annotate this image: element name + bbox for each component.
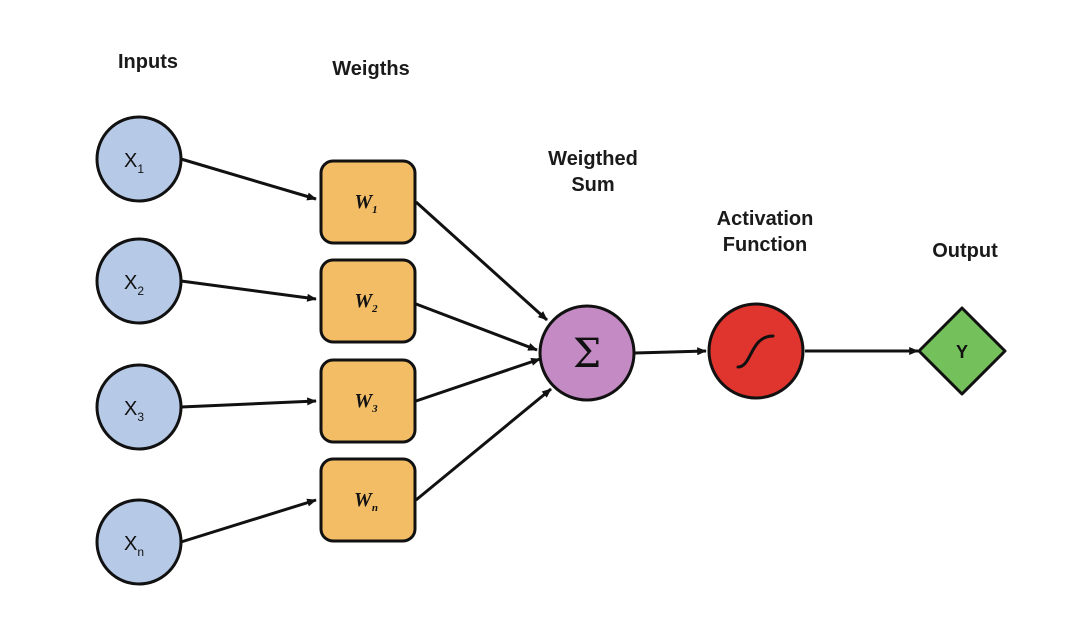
edge-xn-wn <box>180 498 317 544</box>
edge-w3-sum <box>415 357 541 403</box>
header-weighted-sum-line1: Weigthed <box>548 148 638 170</box>
edge-w1-sum <box>414 200 549 322</box>
input-label: Xn <box>124 533 144 559</box>
header-weights: Weigths <box>332 58 409 80</box>
output-label: Y <box>956 342 968 362</box>
weight-box: W1 <box>319 159 417 245</box>
input-label: X3 <box>124 398 144 424</box>
edge-x3-w3 <box>180 397 317 409</box>
input-node: X2 <box>95 237 183 325</box>
input-node: X1 <box>95 115 183 203</box>
output-node: Y <box>917 306 1007 396</box>
edge-sum-activation <box>634 347 707 356</box>
header-weighted-sum-line2: Sum <box>571 174 614 196</box>
input-node: X3 <box>95 363 183 451</box>
edge-x1-w1 <box>180 157 317 201</box>
header-activation-line1: Activation <box>717 208 814 230</box>
weight-box: W2 <box>319 258 417 344</box>
edge-wn-sum <box>415 387 552 502</box>
edge-x2-w2 <box>180 279 317 302</box>
activation-node <box>707 302 805 400</box>
sigmoid-curve-icon <box>736 334 775 369</box>
header-output: Output <box>932 240 998 262</box>
input-label: X1 <box>124 150 144 176</box>
weight-label: W2 <box>354 290 378 315</box>
input-label: X2 <box>124 272 144 298</box>
weight-label: Wn <box>354 489 378 514</box>
input-node: Xn <box>95 498 183 586</box>
weight-box: Wn <box>319 457 417 543</box>
weight-label: W3 <box>354 390 378 415</box>
edge-w2-sum <box>415 302 538 352</box>
sigma-icon: Σ <box>573 331 601 377</box>
weight-label: W1 <box>354 191 377 216</box>
header-activation-line2: Function <box>723 234 807 256</box>
header-inputs: Inputs <box>118 51 178 73</box>
weighted-sum-node: Σ <box>538 304 636 402</box>
weight-box: W3 <box>319 358 417 444</box>
